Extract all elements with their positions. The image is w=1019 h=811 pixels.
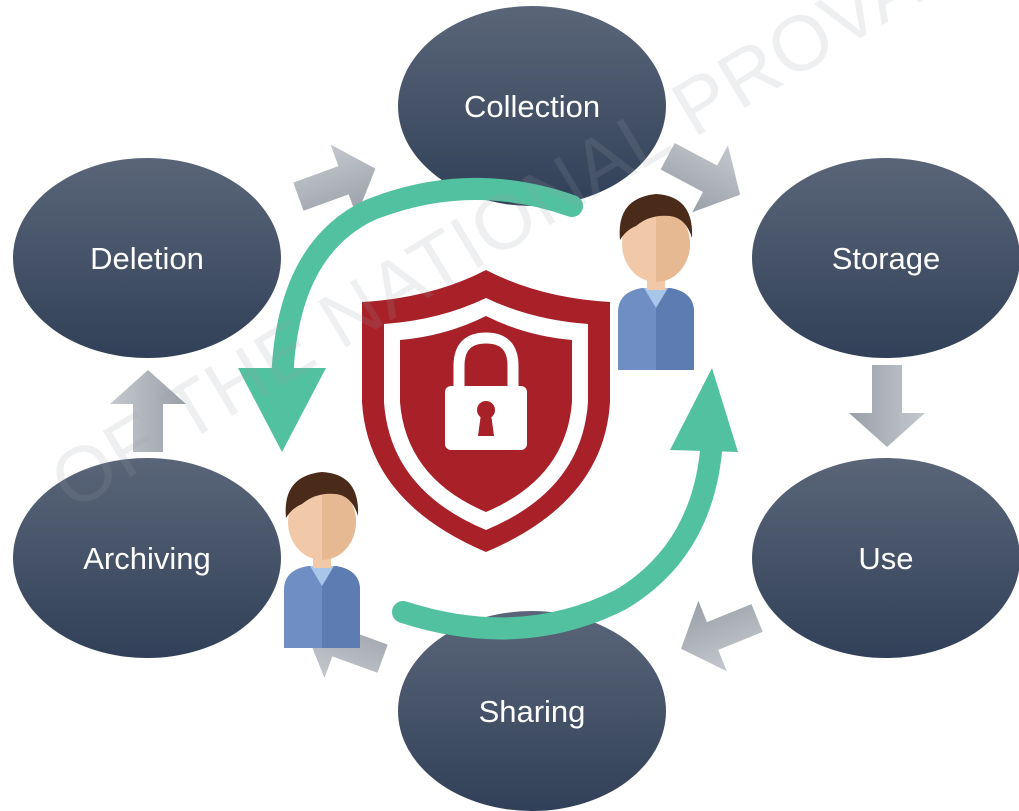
- stage-sharing: Sharing: [398, 611, 666, 811]
- stage-label: Storage: [832, 241, 941, 276]
- stage-archiving: Archiving: [13, 458, 281, 658]
- person-icon: [618, 194, 694, 370]
- stage-deletion: Deletion: [13, 158, 281, 358]
- stage-label: Deletion: [90, 241, 204, 276]
- stage-storage: Storage: [752, 158, 1019, 358]
- flow-arrow-icon: [849, 365, 925, 447]
- cycle-arrow-icon: [238, 177, 583, 452]
- stage-collection: Collection: [398, 6, 666, 206]
- person-icon: [284, 472, 360, 648]
- stage-label: Collection: [464, 89, 600, 124]
- cycle-arrow-icon: [392, 368, 738, 640]
- stage-label: Use: [858, 541, 913, 576]
- stage-label: Sharing: [479, 694, 586, 729]
- stage-use: Use: [752, 458, 1019, 658]
- stage-label: Archiving: [83, 541, 211, 576]
- shield-lock-icon: [362, 270, 610, 552]
- flow-arrow-icon: [666, 582, 772, 684]
